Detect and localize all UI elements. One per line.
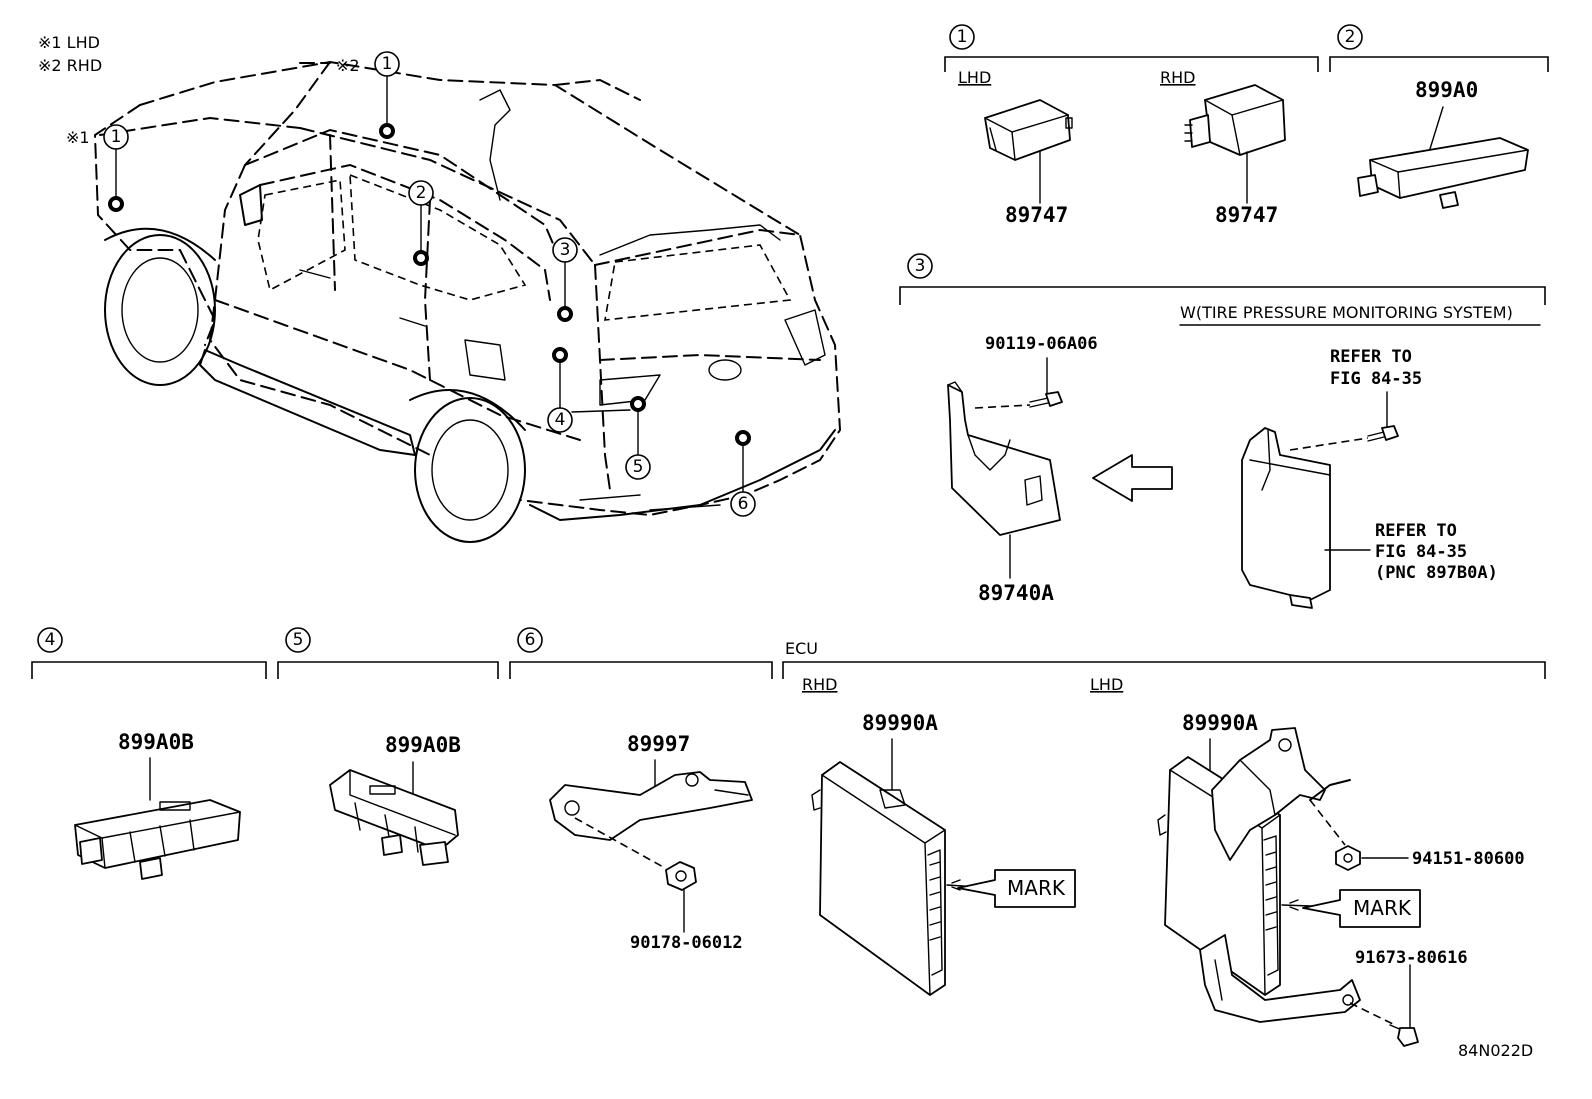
antenna-899A0B-4 [74,799,241,880]
refer-unit-line2: FIG 84-35 [1375,542,1467,562]
location-1-lhd [108,196,124,212]
bolt-icon-ecu [1389,1024,1419,1047]
part-899A0: 899A0 [1415,78,1478,102]
callout-1-rhd: 1 [382,54,393,74]
callout-2: 2 [416,183,427,203]
section-5-number: 5 [293,630,304,650]
location-6 [735,430,751,446]
location-5 [630,396,646,412]
callout-4: 4 [555,410,566,430]
vehicle-callouts: ※1 1 ※2 1 2 3 4 5 6 [66,51,756,517]
bolt-icon-2 [1367,425,1399,442]
location-3 [557,306,573,322]
callout-5: 5 [633,457,644,477]
section-6-number: 6 [525,630,536,650]
ecu-title: ECU [785,639,818,658]
ecu-rhd-label: RHD [802,675,837,694]
antenna-899A0B-5 [329,769,459,866]
callout-mark-lhd: ※1 [66,128,90,147]
refer-unit-line3: (PNC 897B0A) [1375,563,1498,583]
ecu-section: ECU RHD LHD 89990A MARK 89990A [782,639,1546,1047]
bracket-89740A [947,381,1061,536]
section-4: 4 899A0B [31,627,267,880]
callout-mark-rhd: ※2 [336,56,360,75]
refer-bolt-line1: REFER TO [1330,347,1412,367]
section-3-number: 3 [915,256,926,276]
section-3: 3 W(TIRE PRESSURE MONITORING SYSTEM) 901… [899,253,1546,609]
location-4 [552,347,568,363]
section-5: 5 899A0B [277,627,499,866]
relay-rhd [1184,84,1286,156]
tpms-receiver-unit [1241,427,1331,609]
section-2: 2 899A0 [1329,24,1549,209]
ecu-lhd-label: LHD [1090,675,1123,694]
section-4-number: 4 [45,630,56,650]
ecu-unit-rhd [811,761,946,996]
part-89990A-rhd: 89990A [862,711,938,735]
nut-icon [665,861,697,891]
part-89997: 89997 [627,732,690,756]
refer-unit-line1: REFER TO [1375,521,1457,541]
callout-6: 6 [738,494,749,514]
vehicle-illustration [93,60,842,543]
part-899A0B-4: 899A0B [118,730,194,754]
nut-icon-ecu [1335,845,1361,871]
callout-1-lhd: 1 [111,127,122,147]
mark-label-rhd: MARK [1007,876,1066,900]
ecu-bracket-lhd-bottom [1199,934,1361,1023]
assembly-arrow-icon [1092,454,1173,502]
part-89747-lhd: 89747 [1005,203,1068,227]
legend-lhd: ※1 LHD [38,33,100,52]
part-89747-rhd: 89747 [1215,203,1278,227]
section-1-lhd-label: LHD [958,68,991,87]
section-2-number: 2 [1345,27,1356,47]
antenna-899A0 [1357,137,1529,209]
part-899A0B-5: 899A0B [385,733,461,757]
sensor-bracket-89997 [549,771,753,841]
mark-callout-rhd [957,869,1076,908]
callout-3: 3 [560,240,571,260]
mark-callout-lhd [1302,889,1421,928]
section-1: 1 LHD RHD 89747 89747 [944,24,1319,227]
location-1-rhd [379,123,395,139]
relay-lhd [984,99,1073,161]
bolt-91673-80616: 91673-80616 [1355,948,1468,968]
figure-id: 84N022D [1458,1041,1533,1060]
location-2 [413,250,429,266]
legend-rhd: ※2 RHD [38,56,102,75]
bolt-90119-06A06: 90119-06A06 [985,334,1098,354]
section-3-condition: W(TIRE PRESSURE MONITORING SYSTEM) [1180,303,1513,322]
section-6: 6 89997 90178-06012 [509,627,773,953]
mark-label-lhd: MARK [1353,896,1412,920]
bolt-icon [1029,391,1063,408]
section-1-number: 1 [957,27,968,47]
part-89990A-lhd: 89990A [1182,711,1258,735]
refer-bolt-line2: FIG 84-35 [1330,369,1422,389]
nut-94151-80600: 94151-80600 [1412,849,1525,869]
section-1-rhd-label: RHD [1160,68,1195,87]
ecu-bracket-lhd-top [1211,727,1351,861]
nut-90178-06012: 90178-06012 [630,933,743,953]
part-89740A: 89740A [978,581,1054,605]
